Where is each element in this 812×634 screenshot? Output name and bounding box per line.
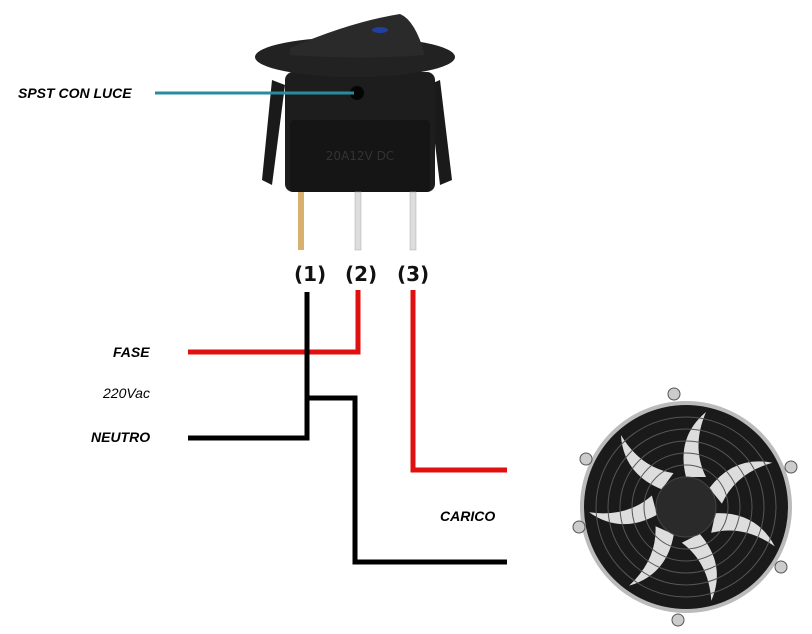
pin-3-label: (3) — [397, 262, 430, 286]
pin-3-terminal — [409, 191, 417, 251]
pin-2-terminal — [354, 191, 362, 251]
switch-label: SPST CON LUCE — [18, 85, 132, 101]
fan-icon — [572, 387, 798, 627]
load-phase-wire — [410, 290, 507, 473]
neutral-label: NEUTRO — [91, 429, 151, 445]
rocker-switch: 20A12V DC — [255, 14, 455, 251]
pin-1-label: (1) — [294, 262, 327, 286]
pin-1-terminal — [298, 192, 304, 250]
indicator-light — [372, 27, 388, 33]
phase-label: FASE — [113, 344, 150, 360]
pin-2-label: (2) — [345, 262, 378, 286]
load-label: CARICO — [440, 508, 496, 524]
switch-marking: 20A12V DC — [326, 149, 394, 163]
neutral-wire — [188, 292, 310, 441]
voltage-label: 220Vac — [103, 385, 150, 401]
load-neutral-wire — [307, 395, 507, 565]
phase-wire — [188, 290, 361, 355]
